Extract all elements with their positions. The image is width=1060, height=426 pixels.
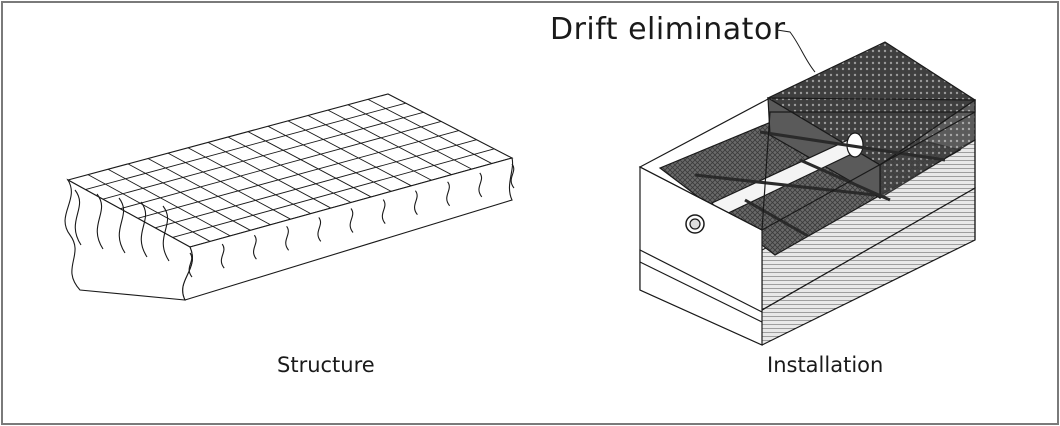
drift-eliminator-label: Drift eliminator — [550, 12, 786, 47]
callout-leader-line — [776, 29, 816, 73]
installation-unit — [638, 41, 977, 346]
structure-fill-media — [64, 93, 515, 301]
installation-caption: Installation — [767, 353, 884, 377]
structure-caption: Structure — [277, 353, 375, 377]
